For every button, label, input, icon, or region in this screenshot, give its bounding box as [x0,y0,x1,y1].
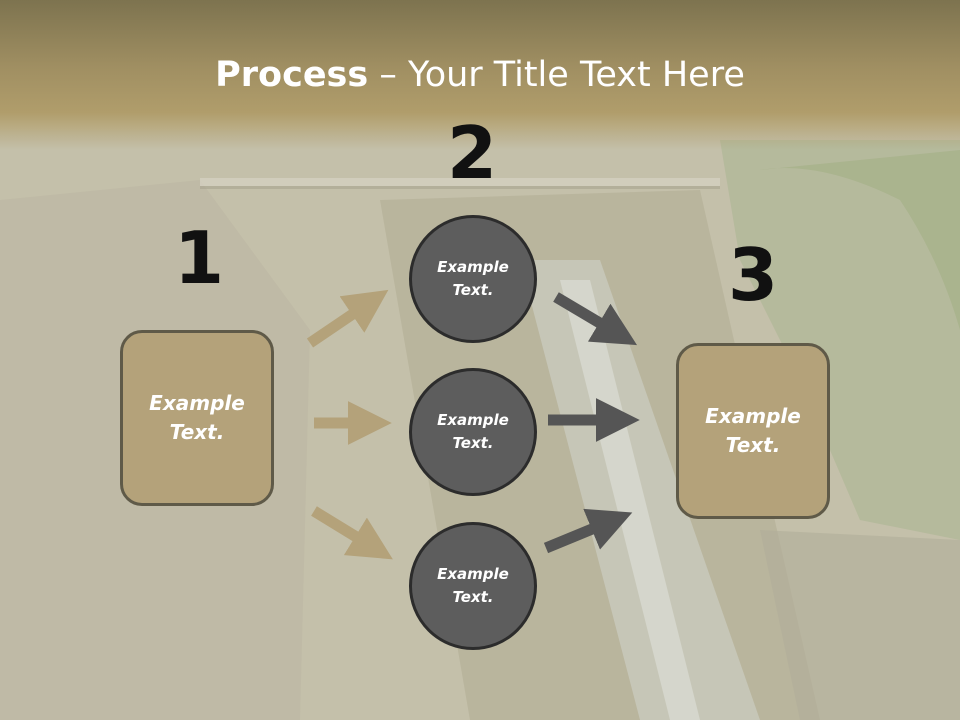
arrow-2-bottom-to-3 [543,508,633,554]
step-2-circle-middle: Example Text. [409,368,537,496]
arrow-2-top-to-3 [553,292,638,346]
step-1-box: Example Text. [120,330,274,506]
arrow-1-to-2-bottom [311,506,393,560]
step-number-1: 1 [173,216,225,300]
slide-title: Process – Your Title Text Here [0,52,960,98]
step-3-box: Example Text. [676,343,830,519]
step-number-2: 2 [446,111,498,195]
step-2-circle-top: Example Text. [409,215,537,343]
step-number-3: 3 [727,233,779,317]
title-bold: Process [215,55,369,95]
title-band [0,0,960,150]
step-2-circle-bottom: Example Text. [409,522,537,650]
arrow-1-to-2-top [306,289,389,348]
title-rest: – Your Title Text Here [368,55,745,95]
